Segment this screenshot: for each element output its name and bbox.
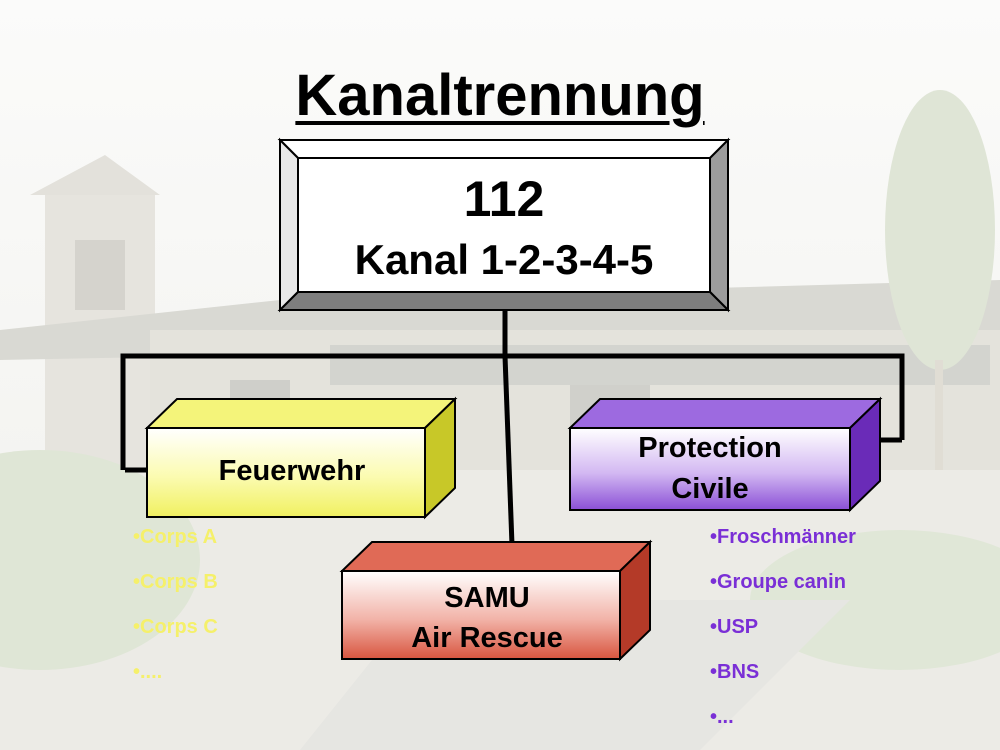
- connector-lines: [120, 305, 905, 546]
- top-box-number: 112: [463, 171, 545, 227]
- list-item: •Corps A: [133, 526, 218, 548]
- feuerwehr-label: Feuerwehr: [218, 455, 366, 487]
- samu-label-line1: SAMU: [444, 582, 530, 614]
- feuerwehr-list: •Corps A •Corps B •Corps C •....: [133, 515, 218, 695]
- samu-box: [339, 539, 653, 662]
- top-box-channels: Kanal 1-2-3-4-5: [354, 236, 654, 283]
- list-item: •Corps C: [133, 616, 218, 638]
- protection-list: •Froschmänner •Groupe canin •USP •BNS •.…: [710, 515, 856, 740]
- list-item: •USP: [710, 616, 759, 638]
- protection-label-line1: Protection: [638, 432, 782, 464]
- list-item: •...: [710, 706, 734, 728]
- list-item: •Corps B: [133, 571, 218, 593]
- list-item: •Groupe canin: [710, 571, 846, 593]
- protection-box: [567, 396, 883, 513]
- protection-label-line2: Civile: [671, 473, 749, 505]
- list-item: •BNS: [710, 661, 760, 683]
- feuerwehr-box: [144, 396, 458, 520]
- list-item: •Froschmänner: [710, 526, 856, 548]
- top-box: [277, 137, 731, 313]
- page-title: Kanaltrennung: [295, 63, 705, 128]
- list-item: •....: [133, 661, 163, 683]
- samu-label-line2: Air Rescue: [411, 622, 563, 654]
